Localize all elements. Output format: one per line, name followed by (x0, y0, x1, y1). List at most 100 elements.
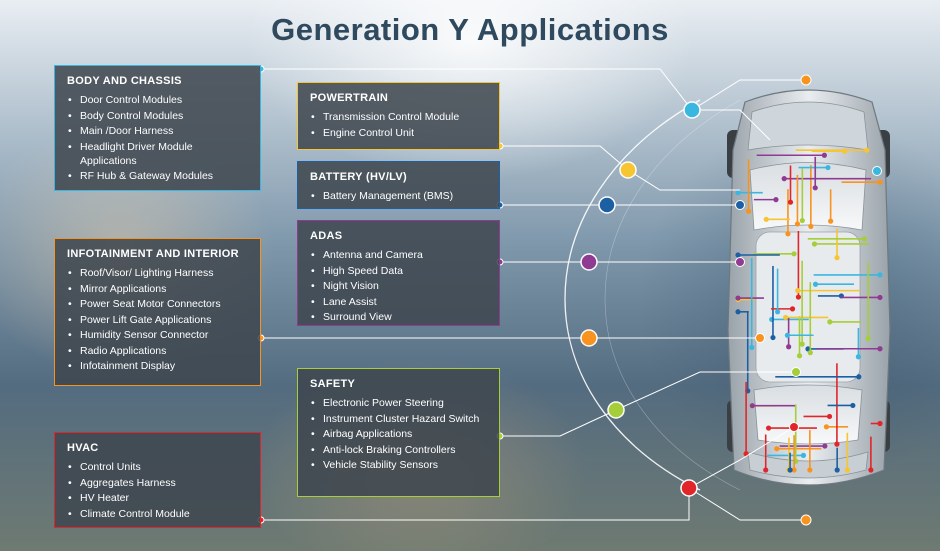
list-item: Climate Control Module (68, 507, 248, 521)
harness-node (763, 216, 769, 222)
list-item: Body Control Modules (68, 109, 248, 123)
harness-node (877, 420, 883, 427)
list-item: Transmission Control Module (311, 110, 487, 124)
list-item: Engine Control Unit (311, 126, 487, 140)
harness-node (799, 341, 805, 347)
list-item: Anti-lock Braking Controllers (311, 443, 487, 457)
harness-node (774, 309, 781, 315)
list-item: Mirror Applications (68, 282, 248, 296)
harness-node (774, 446, 780, 452)
list-item: Vehicle Stability Sensors (311, 458, 487, 472)
page-title: Generation Y Applications (271, 12, 669, 47)
harness-node (827, 319, 833, 325)
harness-node (786, 344, 792, 350)
harness-node (785, 231, 791, 237)
harness-node (787, 199, 794, 205)
harness-node (877, 179, 883, 185)
harness-node (807, 350, 813, 356)
node-infotainment (580, 329, 598, 347)
harness-node (821, 152, 827, 158)
connection-arc-outer (604, 99, 741, 491)
harness-node (749, 344, 755, 351)
list-item: Power Lift Gate Applications (68, 313, 248, 327)
hvac-panel: HVAC Control UnitsAggregates HarnessHV H… (54, 432, 261, 528)
node-battery (598, 196, 616, 214)
harness-node (822, 443, 828, 449)
list-item: Radio Applications (68, 344, 248, 358)
harness-node (808, 223, 814, 229)
safety-panel: SAFETY Electronic Power SteeringInstrume… (297, 368, 500, 497)
body-chassis-list: Door Control ModulesBody Control Modules… (67, 93, 248, 183)
harness-node (811, 241, 818, 247)
list-item: Humidity Sensor Connector (68, 328, 248, 342)
harness-node (781, 176, 787, 182)
harness-node (823, 424, 830, 430)
harness-node (799, 217, 805, 224)
harness-node (765, 425, 772, 431)
harness-node (805, 346, 811, 352)
harness-node (825, 164, 831, 171)
harness-node (868, 467, 874, 473)
harness-node (807, 467, 813, 473)
harness-node (787, 467, 793, 473)
list-item: Electronic Power Steering (311, 396, 487, 410)
harness-node (834, 467, 840, 473)
harness-node (770, 334, 776, 341)
battery-list: Battery Management (BMS) (310, 189, 487, 203)
powertrain-title: POWERTRAIN (310, 92, 389, 104)
harness-node (745, 208, 752, 214)
node-hvac (680, 479, 698, 497)
list-item: Instrument Cluster Hazard Switch (311, 412, 487, 426)
list-item: Surround View (311, 310, 487, 324)
hvac-list: Control UnitsAggregates HarnessHV Heater… (67, 460, 248, 521)
safety-title: SAFETY (310, 378, 356, 390)
list-item: Aggregates Harness (68, 476, 248, 490)
body-chassis-panel: BODY AND CHASSIS Door Control ModulesBod… (54, 65, 261, 191)
harness-node (864, 147, 870, 153)
list-item: Lane Assist (311, 295, 487, 309)
list-item: RF Hub & Gateway Modules (68, 169, 248, 183)
harness-node (826, 413, 833, 420)
harness-node (812, 281, 819, 287)
harness-node (850, 402, 856, 409)
harness-node (877, 272, 883, 278)
harness-node (735, 252, 741, 258)
connection-arc (564, 99, 701, 491)
harness-node (794, 221, 801, 227)
battery-title: BATTERY (HV/LV) (310, 171, 407, 183)
list-item: Night Vision (311, 279, 487, 293)
connector-top-dot (691, 79, 806, 111)
harness-node (855, 354, 862, 360)
list-item: Antenna and Camera (311, 248, 487, 262)
harness-node (861, 236, 867, 242)
harness-node (749, 403, 755, 409)
harness-node (795, 294, 802, 300)
list-item: Airbag Applications (311, 427, 487, 441)
list-item: Battery Management (BMS) (311, 189, 487, 203)
body-chassis-title: BODY AND CHASSIS (67, 75, 182, 87)
node-adas (580, 253, 598, 271)
harness-node (828, 218, 834, 224)
harness-node (735, 190, 741, 196)
harness-node (795, 288, 801, 294)
car-illustration (727, 89, 891, 486)
connector-bottom-dot (688, 487, 806, 521)
harness-node (877, 346, 883, 352)
list-item: Power Seat Motor Connectors (68, 297, 248, 311)
harness-node (782, 314, 789, 321)
list-item: Headlight Driver Module Applications (68, 140, 248, 168)
adas-list: Antenna and CameraHigh Speed DataNight V… (310, 248, 487, 324)
infotainment-panel: INFOTAINMENT AND INTERIOR Roof/Visor/ Li… (54, 238, 261, 386)
node-powertrain (619, 161, 637, 179)
list-item: High Speed Data (311, 264, 487, 278)
harness-node (791, 251, 797, 257)
harness-node (763, 467, 769, 473)
battery-panel: BATTERY (HV/LV) Battery Management (BMS) (297, 161, 500, 209)
harness-node (834, 255, 840, 261)
harness-node (784, 332, 791, 338)
list-item: Infotainment Display (68, 359, 248, 373)
powertrain-list: Transmission Control ModuleEngine Contro… (310, 110, 487, 140)
safety-list: Electronic Power SteeringInstrument Clus… (310, 396, 487, 472)
harness-node (796, 353, 803, 359)
